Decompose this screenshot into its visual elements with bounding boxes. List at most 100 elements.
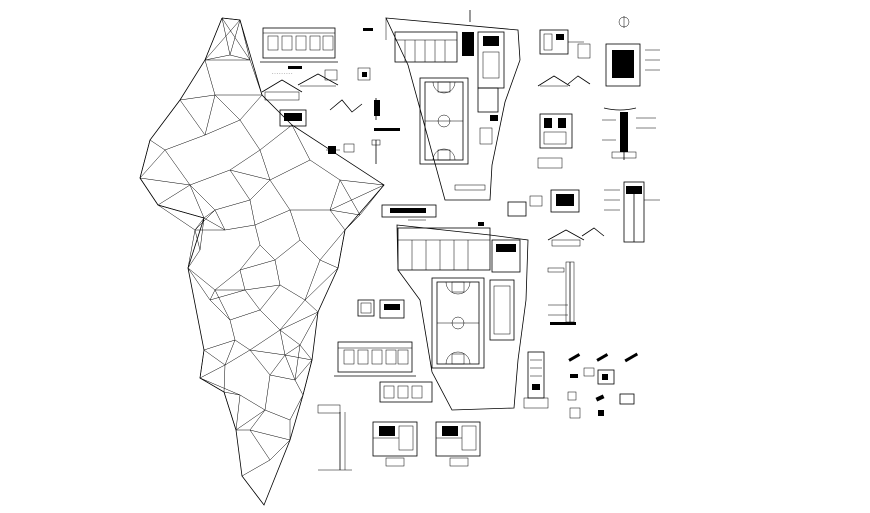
mesh-edge [329,209,346,231]
mesh-edge [259,124,293,151]
mesh-edge [254,209,291,226]
mesh-edge [249,349,286,356]
mesh-edge [264,374,271,411]
mesh-edge [329,184,385,211]
mesh-edge [204,54,231,61]
mesh-edge [204,17,223,61]
mesh-edge [199,377,241,396]
mesh-edge [284,354,296,381]
mesh-edge [339,179,361,216]
mesh-edge [194,209,216,231]
mesh-edge [235,394,241,431]
mesh-edge [249,429,271,461]
mesh-edge [344,214,361,231]
mesh-edge [199,217,205,251]
mesh-edge [164,134,206,151]
mesh-edge [269,159,311,181]
mesh-edge [244,289,261,311]
mesh-edge [319,229,346,261]
mesh-edge [139,149,166,179]
mesh-edge [229,309,261,321]
mesh-edge [249,199,256,226]
mesh-edge [304,259,321,301]
mesh-edge [194,217,205,231]
mesh-edge [284,354,313,361]
mesh-edge [279,329,301,346]
building-floor-plans-bottom [372,421,481,467]
mesh-edge [274,259,281,286]
mesh-edge [329,209,361,216]
mesh-edge [294,379,304,396]
mesh-edge [239,119,261,151]
stair-and-column-details [547,261,576,325]
mesh-edge [319,259,339,269]
mesh-edge [269,179,291,211]
mesh-edge [199,377,225,393]
mesh-edge [259,309,281,331]
mesh-edge [339,179,385,186]
mesh-edge [189,169,231,186]
mesh-edge [344,184,385,231]
mesh-edge [229,169,271,181]
mesh-edge [224,339,236,366]
mesh-edge [249,349,271,376]
mesh-edge [189,184,205,219]
mesh-edge [187,267,216,291]
mesh-edge [269,354,286,376]
foundation-section-details [507,181,660,247]
mesh-edge [259,284,281,311]
mesh-edge [209,289,216,301]
mesh-edge [302,359,313,396]
svg-text:- - - - - - - - -: - - - - - - - - - [272,71,293,75]
mesh-edge [279,329,286,356]
mesh-edge [249,429,291,441]
mesh-edge [214,94,241,121]
mesh-edge [179,94,216,101]
mesh-edge [204,119,241,136]
mesh-edge [209,299,231,321]
mesh-edge [221,17,251,61]
mesh-edge [214,289,231,321]
mesh-edge [203,209,216,219]
mesh-edge [239,269,246,291]
mesh-edge [239,394,266,411]
mesh-edge [224,349,251,366]
mesh-edge [304,267,339,301]
site-plan-upper [363,10,521,201]
mesh-edge [299,311,319,346]
mesh-edge [229,19,241,56]
mesh-edge [299,344,313,361]
mesh-edge [223,364,226,393]
mesh-edge [284,344,301,356]
roof-section-details [261,67,400,164]
facade-elevation-lower [334,341,416,377]
mesh-edge [259,244,276,261]
topographic-triangulation-mesh [139,17,385,506]
mesh-edge [359,184,385,216]
mesh-edge [329,179,341,211]
mesh-edge [239,259,276,271]
mesh-edge [269,439,291,461]
mesh-edge [235,409,266,431]
mesh-edge [239,19,251,61]
mesh-edge [157,204,205,219]
facade-elevation-top-left: - - - - - - - - - [260,27,338,75]
basketball-court-upper [419,77,469,165]
mesh-edge [223,391,237,431]
mesh-edge [249,59,263,96]
mesh-outline [139,17,385,506]
mesh-edge [259,149,271,181]
vertical-section-bottom-center [523,351,549,409]
mesh-edge [221,17,231,56]
mesh-edge [244,284,281,291]
mesh-edge [187,229,196,269]
mesh-edge [209,289,246,301]
section-details-left-cluster [317,299,433,471]
mesh-edge [214,199,251,211]
mesh-edge [299,239,321,261]
mesh-edge [279,311,319,331]
mesh-edge [254,224,261,246]
mesh-edge [239,94,263,121]
mesh-edge [249,409,266,431]
